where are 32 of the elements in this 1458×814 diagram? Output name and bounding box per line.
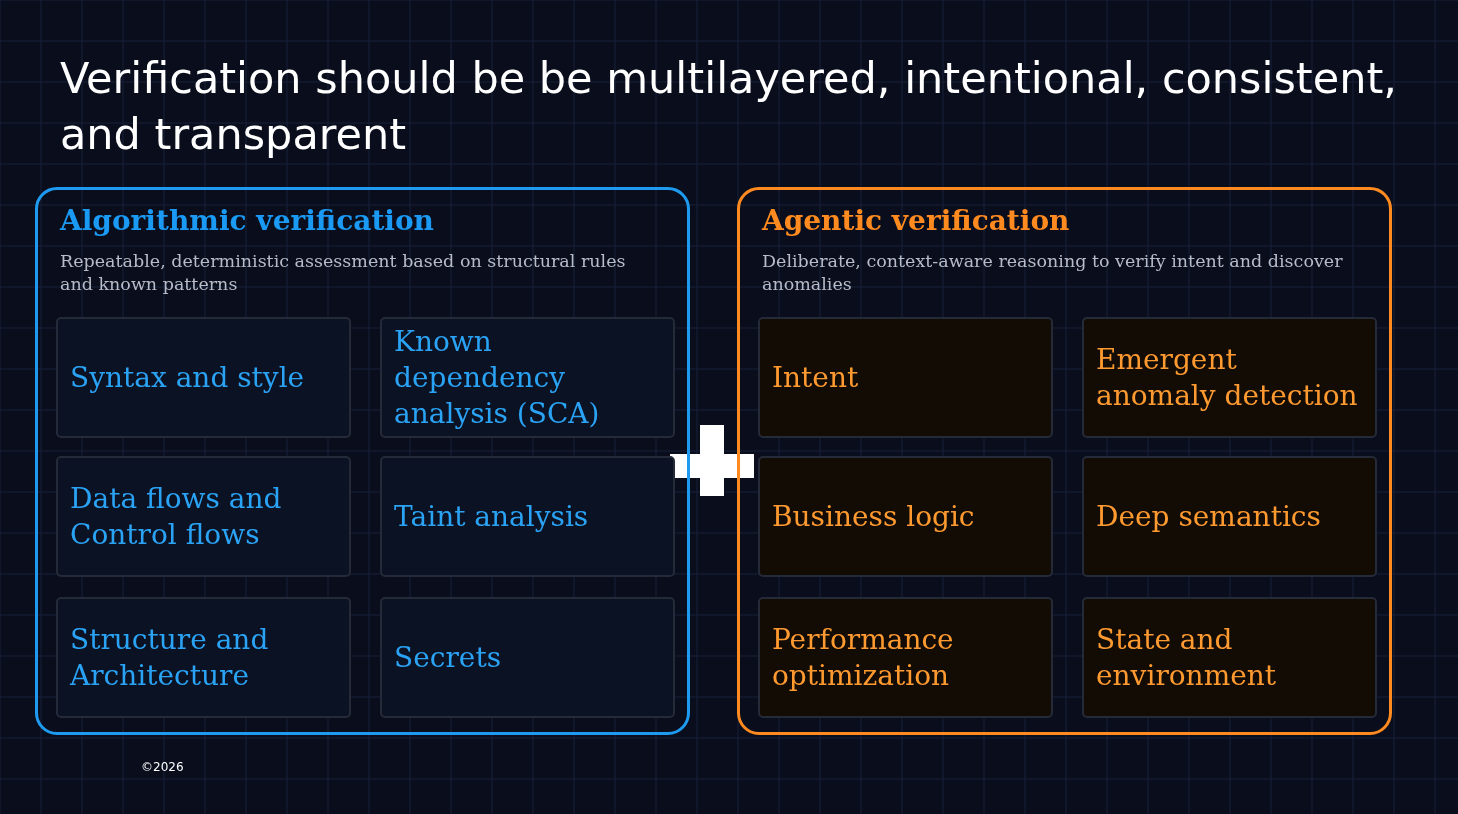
item-card xyxy=(758,317,1053,438)
item-card xyxy=(758,456,1053,577)
panel-description: Repeatable, deterministic assessment based on structural rules and known patterns xyxy=(60,250,627,296)
item-label: Secrets xyxy=(393,639,502,676)
item-card xyxy=(56,317,351,438)
item-card xyxy=(758,597,1053,718)
item-label: Performance optimization xyxy=(771,621,955,694)
item-label: Business logic xyxy=(771,498,976,535)
item-card xyxy=(56,597,351,718)
item-label: Known dependency analysis (SCA) xyxy=(393,323,601,432)
item-card xyxy=(1082,317,1377,438)
panel-description: Deliberate, context-aware reasoning to verify intent and discover anomalies xyxy=(762,250,1344,296)
item-label: Deep semantics xyxy=(1095,498,1322,535)
item-card xyxy=(1082,597,1377,718)
item-label: Structure and Architecture xyxy=(68,621,270,694)
item-label: Emergent anomaly detection xyxy=(1095,341,1359,414)
copyright-note: ©2026 xyxy=(141,760,184,774)
panel-heading: Algorithmic verification xyxy=(60,204,434,237)
category-panel xyxy=(737,187,1392,735)
slide-title: Verification should be be multilayered, intentional, consistent, and transparent xyxy=(60,52,1398,161)
item-label: Syntax and style xyxy=(69,359,306,396)
item-label: Data flows and Control flows xyxy=(69,480,283,553)
item-label: State and environment xyxy=(1095,621,1278,694)
item-label: Intent xyxy=(771,359,860,396)
item-card xyxy=(1082,456,1377,577)
category-panel xyxy=(35,187,690,735)
item-card xyxy=(380,456,675,577)
item-label: Taint analysis xyxy=(393,498,590,535)
item-card xyxy=(380,317,675,438)
item-card xyxy=(380,597,675,718)
item-card xyxy=(56,456,351,577)
panel-heading: Agentic verification xyxy=(762,204,1070,237)
